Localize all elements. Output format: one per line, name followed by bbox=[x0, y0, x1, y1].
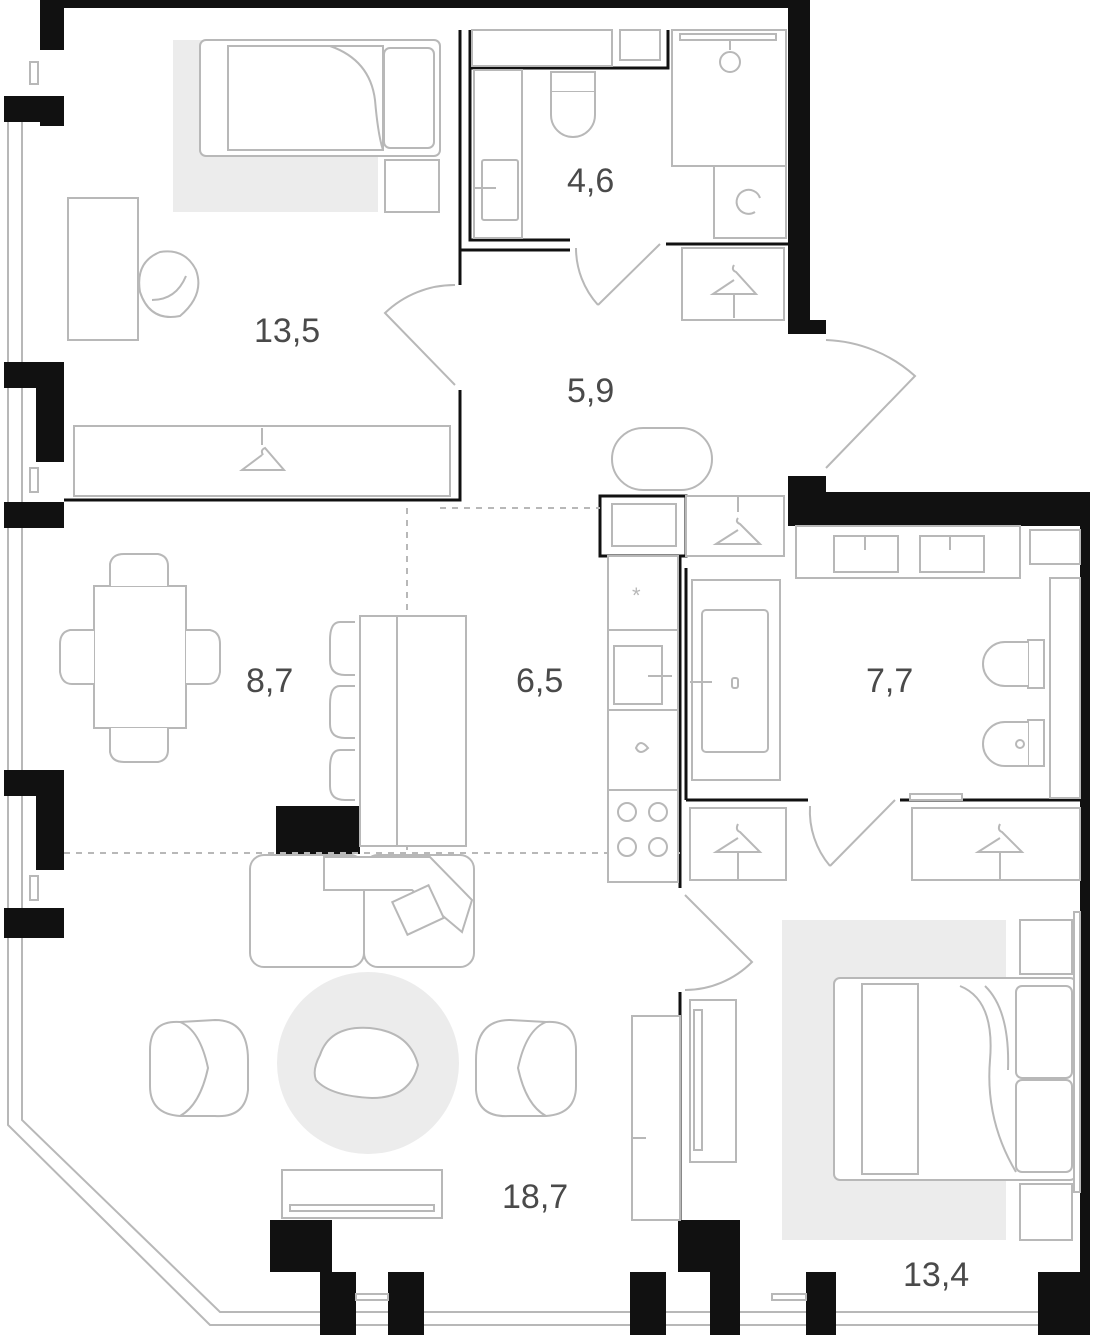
cabinet-icon bbox=[619, 29, 661, 61]
cabinet-icon bbox=[1029, 529, 1081, 565]
window-icon bbox=[355, 1293, 389, 1301]
water-drop-icon bbox=[634, 742, 650, 753]
fridge-icon bbox=[611, 503, 677, 547]
bathtub-icon bbox=[690, 579, 781, 781]
bedroom-2-wardrobe-1 bbox=[689, 807, 787, 881]
toilet-icon bbox=[982, 639, 1045, 689]
hanger-icon bbox=[712, 496, 763, 545]
window-icon bbox=[29, 467, 39, 493]
area-label-hall: 5,9 bbox=[567, 372, 614, 410]
armchair-icon-right bbox=[475, 1018, 577, 1118]
wardrobe-bedroom-1 bbox=[73, 425, 451, 497]
hall-wardrobe-2 bbox=[685, 495, 785, 557]
hanger-icon bbox=[974, 823, 1025, 880]
desk-icon bbox=[67, 197, 139, 341]
shower-icon bbox=[671, 29, 787, 167]
shelf-icon bbox=[471, 29, 613, 67]
area-label-bedroom-2: 13,4 bbox=[903, 1256, 969, 1294]
doors bbox=[383, 243, 917, 991]
sofa-icon bbox=[249, 854, 475, 968]
nightstand-icon-bottom bbox=[1019, 1183, 1073, 1241]
wardrobe-bedroom-2 bbox=[689, 999, 737, 1163]
area-label-kitchen: 6,5 bbox=[516, 662, 563, 700]
nightstand-icon-top bbox=[1019, 919, 1073, 975]
shower-icon bbox=[1049, 577, 1081, 799]
table-icon bbox=[93, 585, 187, 729]
area-label-bathroom-2: 7,7 bbox=[866, 662, 913, 700]
area-label-living: 18,7 bbox=[502, 1178, 568, 1216]
window-icon bbox=[771, 1293, 807, 1301]
area-label-bathroom-1: 4,6 bbox=[567, 162, 614, 200]
coffee-table-icon bbox=[313, 1026, 420, 1100]
towel-rail-icon bbox=[909, 793, 963, 801]
chairs bbox=[59, 553, 221, 763]
bed-icon bbox=[833, 977, 1077, 1181]
area-label-dining: 8,7 bbox=[246, 662, 293, 700]
hanger-icon bbox=[709, 264, 759, 318]
window-icon bbox=[29, 875, 39, 901]
bed-icon bbox=[199, 39, 441, 157]
hanger-icon bbox=[712, 823, 763, 880]
radiator-icon bbox=[1073, 911, 1081, 1193]
hall-wardrobe-1 bbox=[681, 247, 785, 321]
armchair-icon-left bbox=[149, 1018, 249, 1118]
stove-icon bbox=[617, 802, 668, 857]
washing-machine-icon bbox=[713, 165, 787, 239]
nightstand-icon bbox=[384, 159, 440, 213]
double-sink-icon bbox=[795, 525, 1021, 579]
snowflake-icon: * bbox=[632, 583, 641, 608]
area-label-bedroom-1: 13,5 bbox=[254, 312, 320, 350]
sink-icon bbox=[473, 69, 523, 239]
hanger-icon bbox=[239, 428, 287, 471]
bar-stools bbox=[329, 621, 355, 801]
shelving-icon bbox=[631, 1015, 681, 1221]
walls bbox=[4, 0, 1090, 1335]
pouf-icon bbox=[611, 427, 713, 491]
kitchen-island bbox=[359, 615, 467, 847]
kitchen-counter: * bbox=[607, 555, 679, 883]
window-icon bbox=[29, 61, 39, 85]
armchair-icon bbox=[138, 250, 200, 318]
toilet-icon bbox=[550, 71, 596, 138]
tv-unit-icon bbox=[281, 1169, 443, 1219]
bedroom-2-wardrobe-2 bbox=[911, 807, 1081, 881]
bidet-icon bbox=[982, 719, 1045, 767]
